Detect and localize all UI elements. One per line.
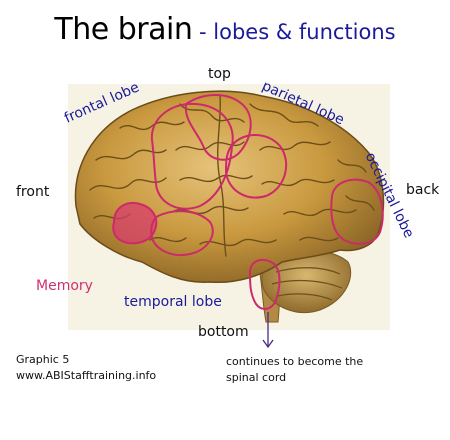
page-title: The brain - lobes & functions <box>0 12 450 47</box>
source-website: www.ABIStafftraining.info <box>16 369 157 382</box>
spinal-cord-note: continues to become the spinal cord <box>226 354 363 386</box>
brainstem-outline <box>248 258 281 310</box>
memory-region-highlight <box>112 202 158 245</box>
occipital-lobe-outline <box>330 178 384 245</box>
spinal-cord-note-line2: spinal cord <box>226 371 287 384</box>
spinal-cord-arrow <box>262 312 274 349</box>
spinal-cord-note-line1: continues to become the <box>226 355 364 368</box>
frontal-lobe-outline <box>150 102 234 210</box>
title-main: The brain <box>54 12 193 47</box>
temporal-lobe-outline <box>150 210 214 256</box>
parietal-lobe-outline-2 <box>224 133 288 199</box>
gyri-texture <box>89 95 375 257</box>
direction-top: top <box>208 66 231 82</box>
direction-front: front <box>16 184 50 200</box>
parietal-lobe-outline <box>184 94 252 161</box>
temporal-lobe-label: temporal lobe <box>124 294 222 310</box>
graphic-number: Graphic 5 <box>16 353 70 366</box>
direction-bottom: bottom <box>198 324 249 340</box>
graphic-credit: Graphic 5 www.ABIStafftraining.info <box>16 352 156 384</box>
direction-back: back <box>406 182 440 198</box>
title-subtitle: - lobes & functions <box>192 20 396 44</box>
memory-label: Memory <box>36 278 93 294</box>
